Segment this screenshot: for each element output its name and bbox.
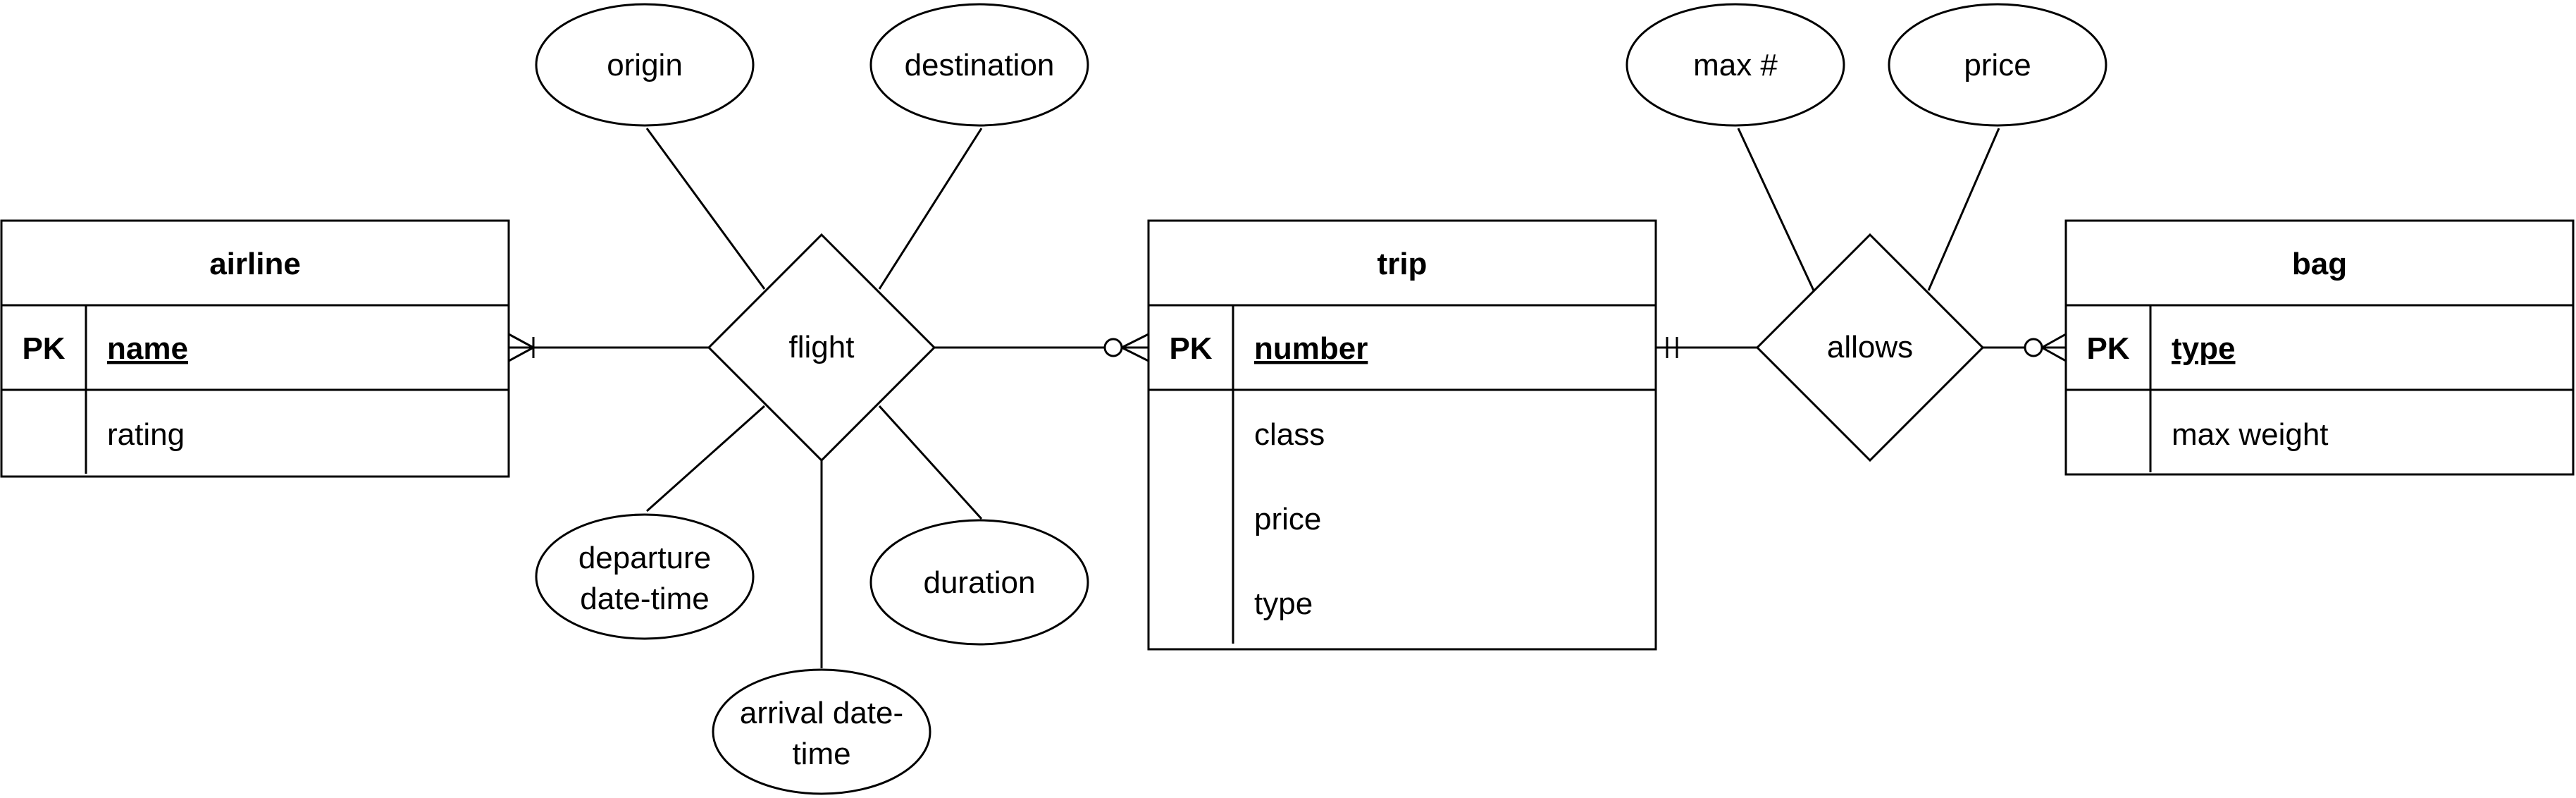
pk-marker: PK	[1169, 331, 1212, 366]
entity-airline[interactable]: airline PK name rating	[0, 219, 510, 478]
departure-line	[646, 405, 765, 512]
entity-title: bag	[2292, 247, 2347, 281]
attribute-label-line-1: departure	[578, 541, 711, 575]
entity-title: airline	[209, 247, 301, 281]
attribute-label: price	[1964, 48, 2031, 82]
primary-key-field: type	[2172, 331, 2235, 366]
relationship-label: allows	[1827, 330, 1913, 364]
attribute-label-line-1: arrival date-	[740, 696, 903, 730]
allows-price-line	[1927, 128, 2000, 291]
attribute-label: origin	[607, 48, 683, 82]
attribute-label: duration	[923, 565, 1035, 600]
primary-key-field: name	[107, 331, 188, 366]
entity-title: trip	[1377, 247, 1428, 281]
attribute-origin[interactable]: origin	[535, 3, 755, 127]
cardinality-markers	[508, 333, 2067, 362]
exactly-one-marker	[1666, 337, 1678, 358]
attribute-duration[interactable]: duration	[869, 519, 1089, 646]
origin-line	[645, 128, 766, 290]
max-line	[1737, 128, 1815, 291]
zero-or-many-marker-bag	[2024, 333, 2067, 362]
attribute-field: class	[1254, 417, 1325, 452]
attribute-departure-date-time[interactable]: departure date-time	[535, 513, 755, 640]
primary-key-field: number	[1254, 331, 1368, 366]
attribute-max-number[interactable]: max #	[1626, 3, 1845, 127]
one-or-many-marker	[508, 333, 535, 362]
destination-line	[878, 128, 983, 290]
attribute-label-line-2: date-time	[580, 582, 709, 616]
relationship-allows[interactable]: allows	[1755, 233, 1985, 462]
entity-trip[interactable]: trip PK number class price type	[1147, 219, 1657, 651]
relationship-flight[interactable]: flight	[707, 233, 936, 462]
pk-marker: PK	[2086, 331, 2129, 366]
attribute-label-line-2: time	[792, 737, 850, 771]
attribute-label: max #	[1693, 48, 1778, 82]
pk-marker: PK	[22, 331, 65, 366]
relationship-label: flight	[789, 330, 855, 364]
attribute-field: price	[1254, 502, 1321, 536]
attribute-field: max weight	[2172, 417, 2329, 452]
attribute-destination[interactable]: destination	[869, 3, 1089, 127]
duration-line	[878, 405, 983, 520]
attribute-field: rating	[107, 417, 185, 452]
attribute-price[interactable]: price	[1888, 3, 2107, 127]
connector-lines	[509, 128, 2031, 668]
attribute-arrival-date-time[interactable]: arrival date- time	[712, 668, 931, 795]
zero-or-many-marker	[1103, 333, 1149, 362]
entity-bag[interactable]: bag PK type max weight	[2064, 219, 2575, 476]
attribute-label: destination	[905, 48, 1055, 82]
attribute-field: type	[1254, 587, 1313, 621]
